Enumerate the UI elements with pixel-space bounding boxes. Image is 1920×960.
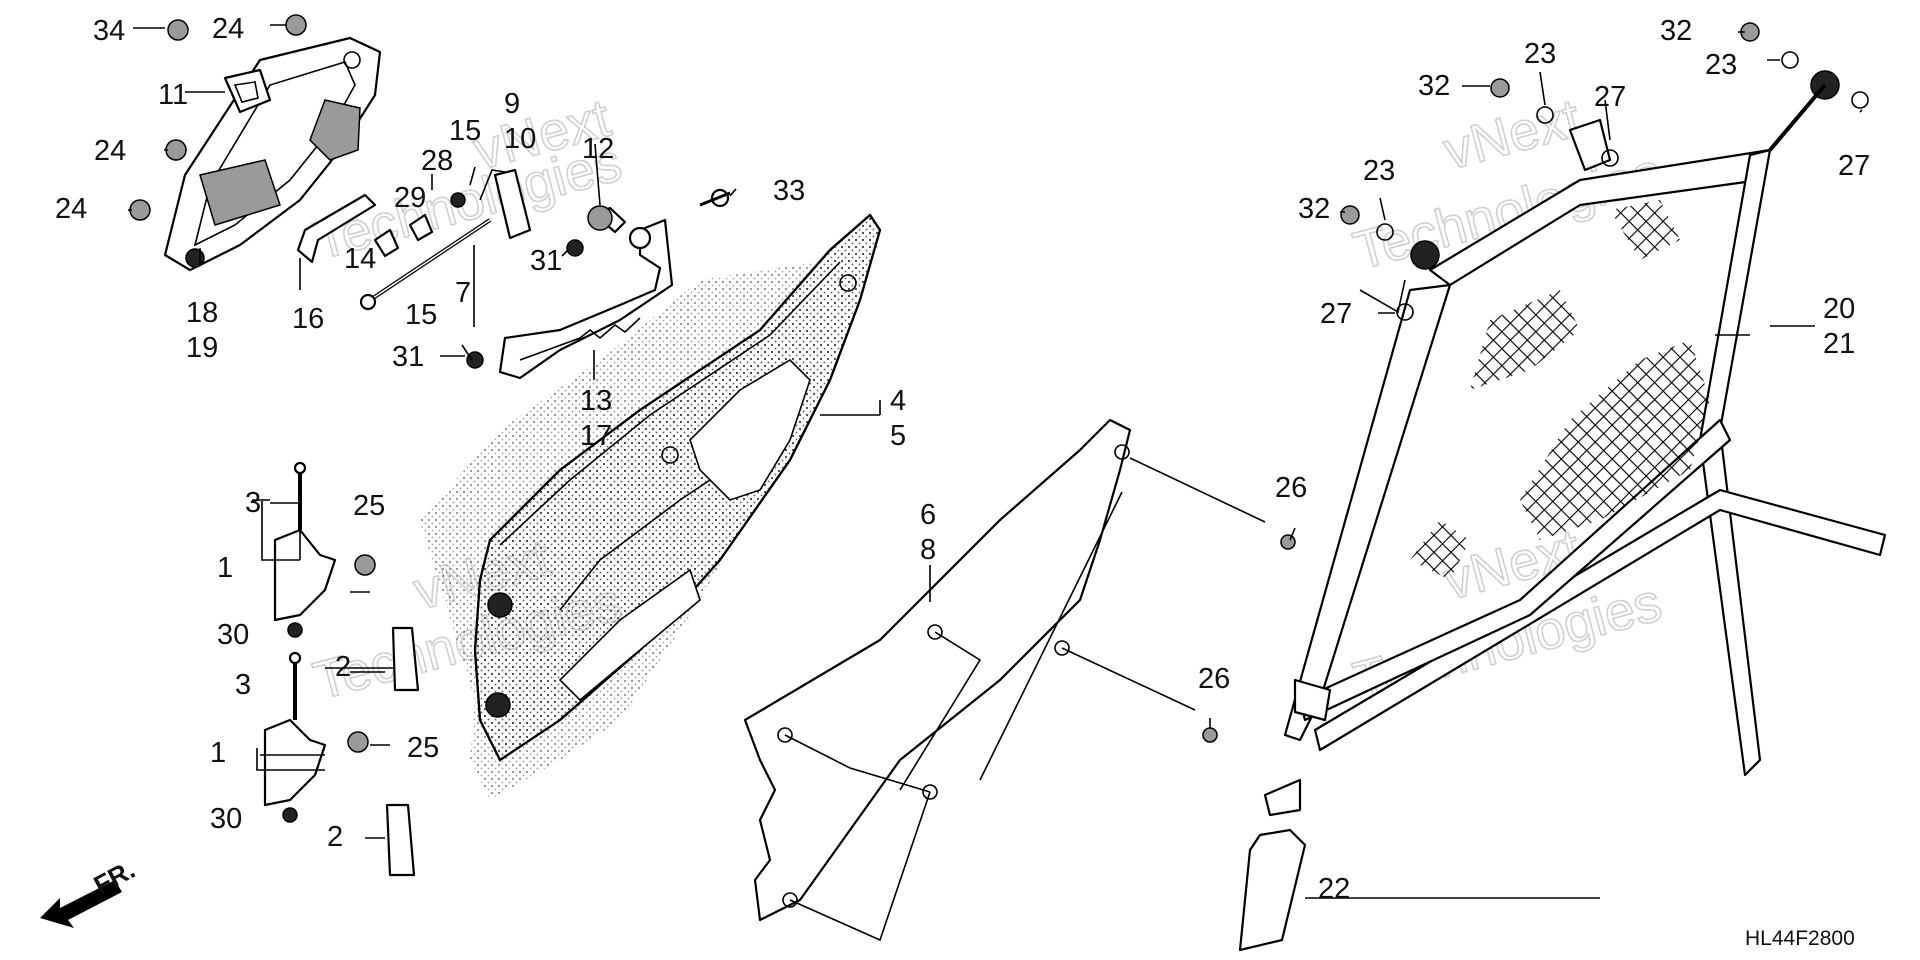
callout-12: 12 — [582, 133, 614, 165]
callout-33: 33 — [773, 175, 805, 207]
callout-10: 10 — [504, 123, 536, 155]
callout-34: 34 — [93, 15, 125, 47]
callout-27-b: 27 — [1838, 150, 1870, 182]
callout-24-mid: 24 — [94, 135, 126, 167]
callout-32-a: 32 — [1418, 70, 1450, 102]
callout-31-top: 31 — [530, 245, 562, 277]
callout-23-c: 23 — [1363, 155, 1395, 187]
leader-lines-26 — [784, 457, 1266, 793]
callout-23-a: 23 — [1524, 38, 1556, 70]
bolt-26-upper — [1280, 534, 1296, 550]
part-16-trim — [296, 193, 377, 264]
callout-29: 29 — [394, 182, 426, 214]
callout-3-top: 3 — [245, 487, 261, 519]
callout-19: 19 — [186, 332, 218, 364]
bolt-26-lower — [1202, 727, 1218, 743]
callout-1-top: 1 — [217, 552, 233, 584]
callout-21: 21 — [1823, 328, 1855, 360]
callout-24-top: 24 — [212, 13, 244, 45]
callout-15-low: 15 — [405, 299, 437, 331]
callout-8: 8 — [920, 534, 936, 566]
callout-5: 5 — [890, 420, 906, 452]
hinge-lower — [263, 651, 416, 877]
callout-9: 9 — [504, 88, 520, 120]
callout-17: 17 — [580, 420, 612, 452]
pin-assembly — [359, 168, 532, 311]
net-assembly — [1263, 70, 1887, 817]
callout-23-b: 23 — [1705, 49, 1737, 81]
callout-16: 16 — [292, 303, 324, 335]
leader-lines-lower — [789, 791, 931, 942]
callout-28: 28 — [421, 145, 453, 177]
callout-32-c: 32 — [1298, 193, 1330, 225]
callout-15-top: 15 — [449, 115, 481, 147]
door-panel — [420, 213, 882, 800]
callout-6: 6 — [920, 499, 936, 531]
callout-2-top: 2 — [335, 651, 351, 683]
lower-door-panel — [743, 418, 1132, 922]
callout-1-low: 1 — [210, 737, 226, 769]
callout-20: 20 — [1823, 293, 1855, 325]
callout-11: 11 — [158, 79, 188, 111]
inner-handle-assembly — [129, 14, 382, 272]
callout-7: 7 — [455, 277, 471, 309]
callout-27-c: 27 — [1320, 298, 1352, 330]
callout-26-upper: 26 — [1275, 472, 1307, 504]
callout-24-low: 24 — [55, 193, 87, 225]
callout-25-top: 25 — [353, 490, 385, 522]
fasteners-top-right — [1340, 22, 1869, 321]
callout-18: 18 — [186, 297, 218, 329]
callout-30-top: 30 — [217, 619, 249, 651]
strap-22 — [1238, 828, 1307, 952]
diagram-code: HL44F2800 — [1745, 927, 1855, 950]
front-direction-indicator: FR. — [40, 854, 140, 928]
callout-30-low: 30 — [210, 803, 242, 835]
callout-3-low: 3 — [235, 669, 251, 701]
callout-2-low: 2 — [327, 821, 343, 853]
callout-13: 13 — [580, 385, 612, 417]
callout-leaders — [128, 24, 1863, 899]
callout-26-lower: 26 — [1198, 663, 1230, 695]
callout-labels: 34 24 11 24 24 18 19 16 14 29 28 15 15 9… — [55, 13, 1870, 905]
callout-25-low: 25 — [407, 732, 439, 764]
latch-bracket — [466, 188, 731, 380]
hinge-upper — [273, 461, 420, 692]
callout-14: 14 — [344, 243, 376, 275]
callout-27-a: 27 — [1594, 81, 1626, 113]
callout-22: 22 — [1318, 873, 1350, 905]
callout-31-low: 31 — [392, 341, 424, 373]
callout-4: 4 — [890, 385, 906, 417]
callout-32-b: 32 — [1660, 15, 1692, 47]
